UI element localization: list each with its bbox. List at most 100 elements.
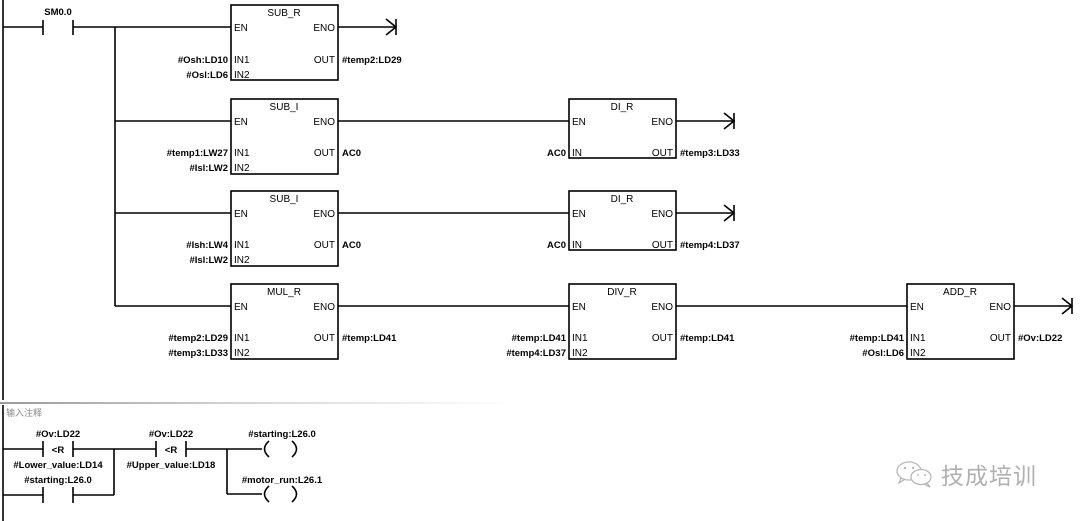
pin-eno: ENO (313, 117, 335, 128)
pin-in2: IN2 (234, 70, 250, 81)
block-title: MUL_R (267, 287, 301, 298)
operand-in2: #Isl:LW2 (189, 255, 228, 266)
network-comment[interactable]: 输入注释 (6, 409, 43, 419)
compare1-top-operand: #Ov:LD22 (36, 429, 80, 440)
coil-motor-run[interactable] (263, 485, 298, 503)
block-6-labels: DIV_R EN ENO IN1 IN2 OUT #temp:LD41 #tem… (506, 287, 735, 359)
compare1-operator: <R (52, 445, 65, 456)
watermark-text: 技成培训 (941, 464, 1037, 490)
pin-in2: IN2 (234, 163, 250, 174)
pin-en: EN (234, 302, 248, 313)
coil-starting-label: #starting:L26.0 (248, 429, 316, 440)
block-sub-r[interactable] (230, 4, 339, 81)
rung-end-arrow-icon (385, 18, 398, 36)
operand-in1: #Ish:LW4 (186, 240, 228, 251)
pin-out: OUT (652, 240, 673, 251)
operand-in1: #temp:LD41 (850, 333, 905, 344)
block-sub-i-1[interactable] (230, 98, 339, 175)
pin-in1: IN1 (234, 333, 250, 344)
pin-en: EN (572, 302, 586, 313)
coil-motor-run-label: #motor_run:L26.1 (242, 475, 323, 486)
block-title: ADD_R (943, 287, 977, 298)
pin-out: OUT (990, 333, 1011, 344)
pin-en: EN (910, 302, 924, 313)
operand-in2: #temp3:LD33 (168, 348, 228, 359)
pin-eno: ENO (313, 302, 335, 313)
operand-in1: #Osh:LD10 (178, 55, 228, 66)
coil-starting[interactable] (263, 440, 298, 458)
block-div-r[interactable] (568, 283, 677, 360)
operand-out: #temp4:LD37 (680, 240, 740, 251)
pin-eno: ENO (313, 209, 335, 220)
operand-out: #temp2:LD29 (342, 55, 402, 66)
operand-out: #temp3:LD33 (680, 148, 740, 159)
pin-eno: ENO (313, 23, 335, 34)
operand-out: #temp:LD41 (680, 333, 735, 344)
block-di-r-1[interactable] (568, 98, 677, 159)
block-7-labels: ADD_R EN ENO IN1 IN2 OUT #temp:LD41 #Osl… (850, 287, 1063, 359)
rung-end-arrow-icon (723, 204, 736, 222)
operand-in2: #Osl:LD6 (862, 348, 904, 359)
block-di-r-2[interactable] (568, 190, 677, 251)
block-title: DI_R (611, 194, 634, 205)
pin-en: EN (572, 209, 586, 220)
pin-out: OUT (652, 148, 673, 159)
operand-in: AC0 (547, 240, 566, 251)
pin-in1: IN1 (910, 333, 926, 344)
pin-in: IN (572, 148, 582, 159)
pin-en: EN (234, 23, 248, 34)
operand-out: AC0 (342, 148, 361, 159)
block-0-labels: SUB_R EN ENO IN1 IN2 OUT #Osh:LD10 #Osl:… (178, 8, 402, 81)
block-add-r[interactable] (906, 283, 1015, 360)
pin-en: EN (234, 209, 248, 220)
operand-out: #Ov:LD22 (1018, 333, 1062, 344)
operand-in: AC0 (547, 148, 566, 159)
block-title: SUB_I (270, 102, 299, 113)
pin-eno: ENO (651, 209, 673, 220)
block-title: DIV_R (607, 287, 636, 298)
pin-en: EN (572, 117, 586, 128)
pin-out: OUT (314, 240, 335, 251)
compare1-bottom-operand: #Lower_value:LD14 (13, 460, 103, 471)
pin-in2: IN2 (234, 348, 250, 359)
contact-starting-label: #starting:L26.0 (24, 475, 92, 486)
pin-eno: ENO (651, 302, 673, 313)
pin-out: OUT (314, 333, 335, 344)
block-5-labels: MUL_R EN ENO IN1 IN2 OUT #temp2:LD29 #te… (168, 287, 397, 359)
compare2-operator: <R (165, 445, 178, 456)
operand-in2: #temp4:LD37 (506, 348, 566, 359)
pin-in2: IN2 (572, 348, 588, 359)
contact-label: SM0.0 (44, 7, 71, 18)
operand-in2: #Isl:LW2 (189, 163, 228, 174)
rung-end-arrow-icon (1061, 297, 1074, 315)
compare2-top-operand: #Ov:LD22 (149, 429, 193, 440)
operand-in2: #Osl:LD6 (186, 70, 228, 81)
block-mul-r[interactable] (230, 283, 339, 360)
watermark: 技成培训 (895, 457, 1037, 491)
block-title: SUB_R (267, 8, 300, 19)
block-title: DI_R (611, 102, 634, 113)
pin-eno: ENO (651, 117, 673, 128)
pin-in2: IN2 (910, 348, 926, 359)
operand-out: #temp:LD41 (342, 333, 397, 344)
pin-in1: IN1 (234, 240, 250, 251)
block-title: SUB_I (270, 194, 299, 205)
operand-in1: #temp1:LW27 (167, 148, 228, 159)
operand-out: AC0 (342, 240, 361, 251)
block-sub-i-2[interactable] (230, 190, 339, 267)
operand-in1: #temp2:LD29 (168, 333, 228, 344)
pin-out: OUT (652, 333, 673, 344)
pin-eno: ENO (989, 302, 1011, 313)
rung-end-arrow-icon (723, 112, 736, 130)
pin-out: OUT (314, 55, 335, 66)
pin-in1: IN1 (234, 148, 250, 159)
operand-in1: #temp:LD41 (512, 333, 567, 344)
pin-in1: IN1 (572, 333, 588, 344)
block-3-labels: SUB_I EN ENO IN1 IN2 OUT #Ish:LW4 #Isl:L… (186, 194, 361, 266)
pin-in1: IN1 (234, 55, 250, 66)
block-4-labels: DI_R EN ENO IN OUT AC0 #temp4:LD37 (547, 194, 740, 251)
network-separator (0, 402, 520, 404)
pin-out: OUT (314, 148, 335, 159)
wechat-icon (896, 461, 932, 488)
